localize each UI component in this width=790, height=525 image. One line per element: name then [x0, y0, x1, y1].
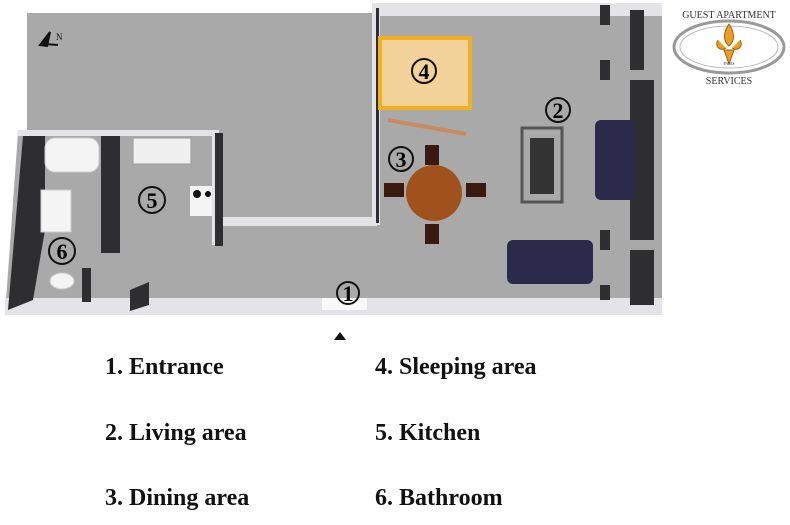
- svg-text:PARIS: PARIS: [724, 61, 735, 66]
- svg-text:N: N: [56, 32, 63, 42]
- kitchen-sink: [132, 137, 192, 165]
- legend-kitchen: 5. Kitchen: [375, 420, 481, 446]
- toilet: [49, 272, 75, 290]
- legend-bathroom: 6. Bathroom: [375, 485, 503, 511]
- bathtub: [44, 137, 100, 173]
- svg-text:3: 3: [396, 147, 407, 172]
- svg-text:5: 5: [147, 188, 158, 213]
- coffee-table: [520, 126, 564, 204]
- rug: [387, 118, 467, 136]
- bed: [378, 36, 472, 110]
- svg-text:1: 1: [343, 281, 354, 306]
- marker-5: 5: [138, 186, 166, 214]
- marker-4: 4: [411, 58, 437, 84]
- guest-apartment-services-logo: GUEST APARTMENT PARIS SERVICES: [672, 10, 786, 87]
- sofa-bottom: [507, 240, 593, 284]
- dining-table: [384, 145, 486, 244]
- stove: [190, 186, 212, 216]
- svg-text:SERVICES: SERVICES: [706, 76, 752, 87]
- legend-sleeping-area: 4. Sleeping area: [375, 354, 537, 380]
- svg-text:GUEST APARTMENT: GUEST APARTMENT: [682, 10, 776, 21]
- marker-3: 3: [388, 146, 414, 172]
- marker-6: 6: [48, 237, 76, 265]
- sofa-right: [595, 120, 635, 200]
- dark-walls: [8, 5, 654, 311]
- svg-text:2: 2: [553, 98, 564, 123]
- sink: [40, 189, 72, 233]
- arrow-up-icon: [334, 332, 346, 340]
- floor: [5, 3, 662, 315]
- svg-text:6: 6: [57, 239, 68, 264]
- compass-icon: N: [38, 31, 63, 48]
- legend-entrance: 1. Entrance: [105, 354, 224, 380]
- marker-1: 1: [336, 281, 360, 306]
- legend-living-area: 2. Living area: [105, 420, 247, 446]
- legend-dining-area: 3. Dining area: [105, 485, 250, 511]
- floor-plan: N 1 2 3 4 5 6: [5, 3, 662, 340]
- svg-text:4: 4: [419, 59, 430, 84]
- marker-2: 2: [545, 97, 571, 123]
